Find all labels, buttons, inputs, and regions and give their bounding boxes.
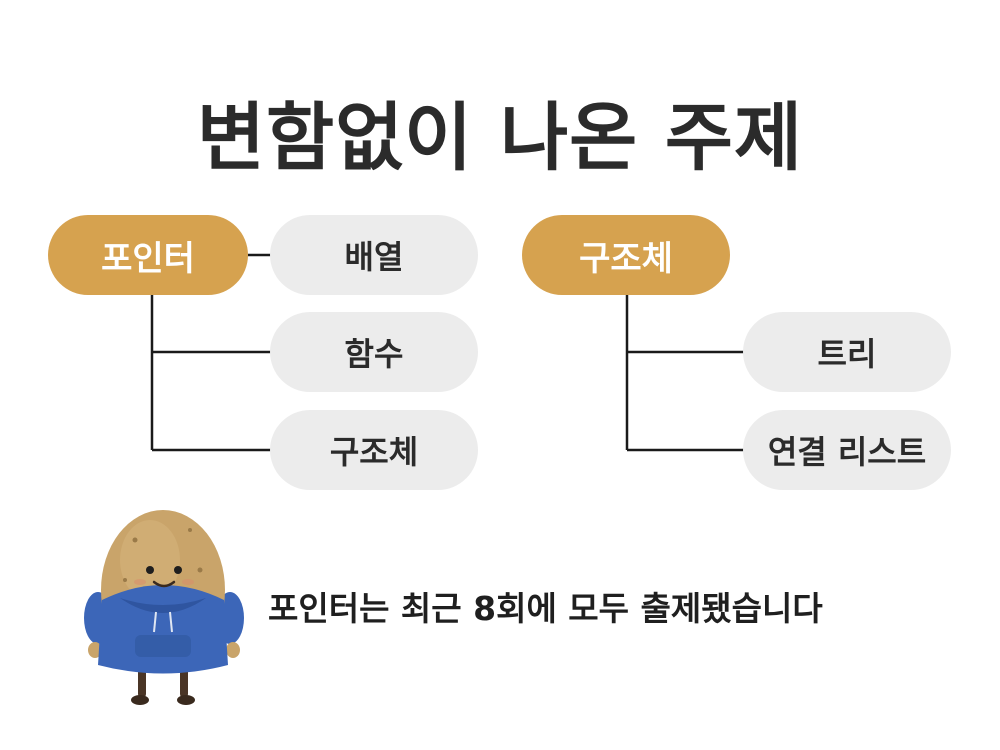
- subtopic-array: 배열: [270, 215, 478, 295]
- topic-struct: 구조체: [522, 215, 730, 295]
- caption-text: 포인터는 최근 8회에 모두 출제됐습니다: [268, 589, 823, 628]
- topic-pointer: 포인터: [48, 215, 248, 295]
- subtopic-function: 함수: [270, 312, 478, 392]
- subtopic-struct: 구조체: [270, 410, 478, 490]
- page-title: 변함없이 나온 주제: [196, 95, 804, 181]
- subtopic-linked-list: 연결 리스트: [743, 410, 951, 490]
- potato-mascot-icon: [84, 510, 244, 705]
- subtopic-tree: 트리: [743, 312, 951, 392]
